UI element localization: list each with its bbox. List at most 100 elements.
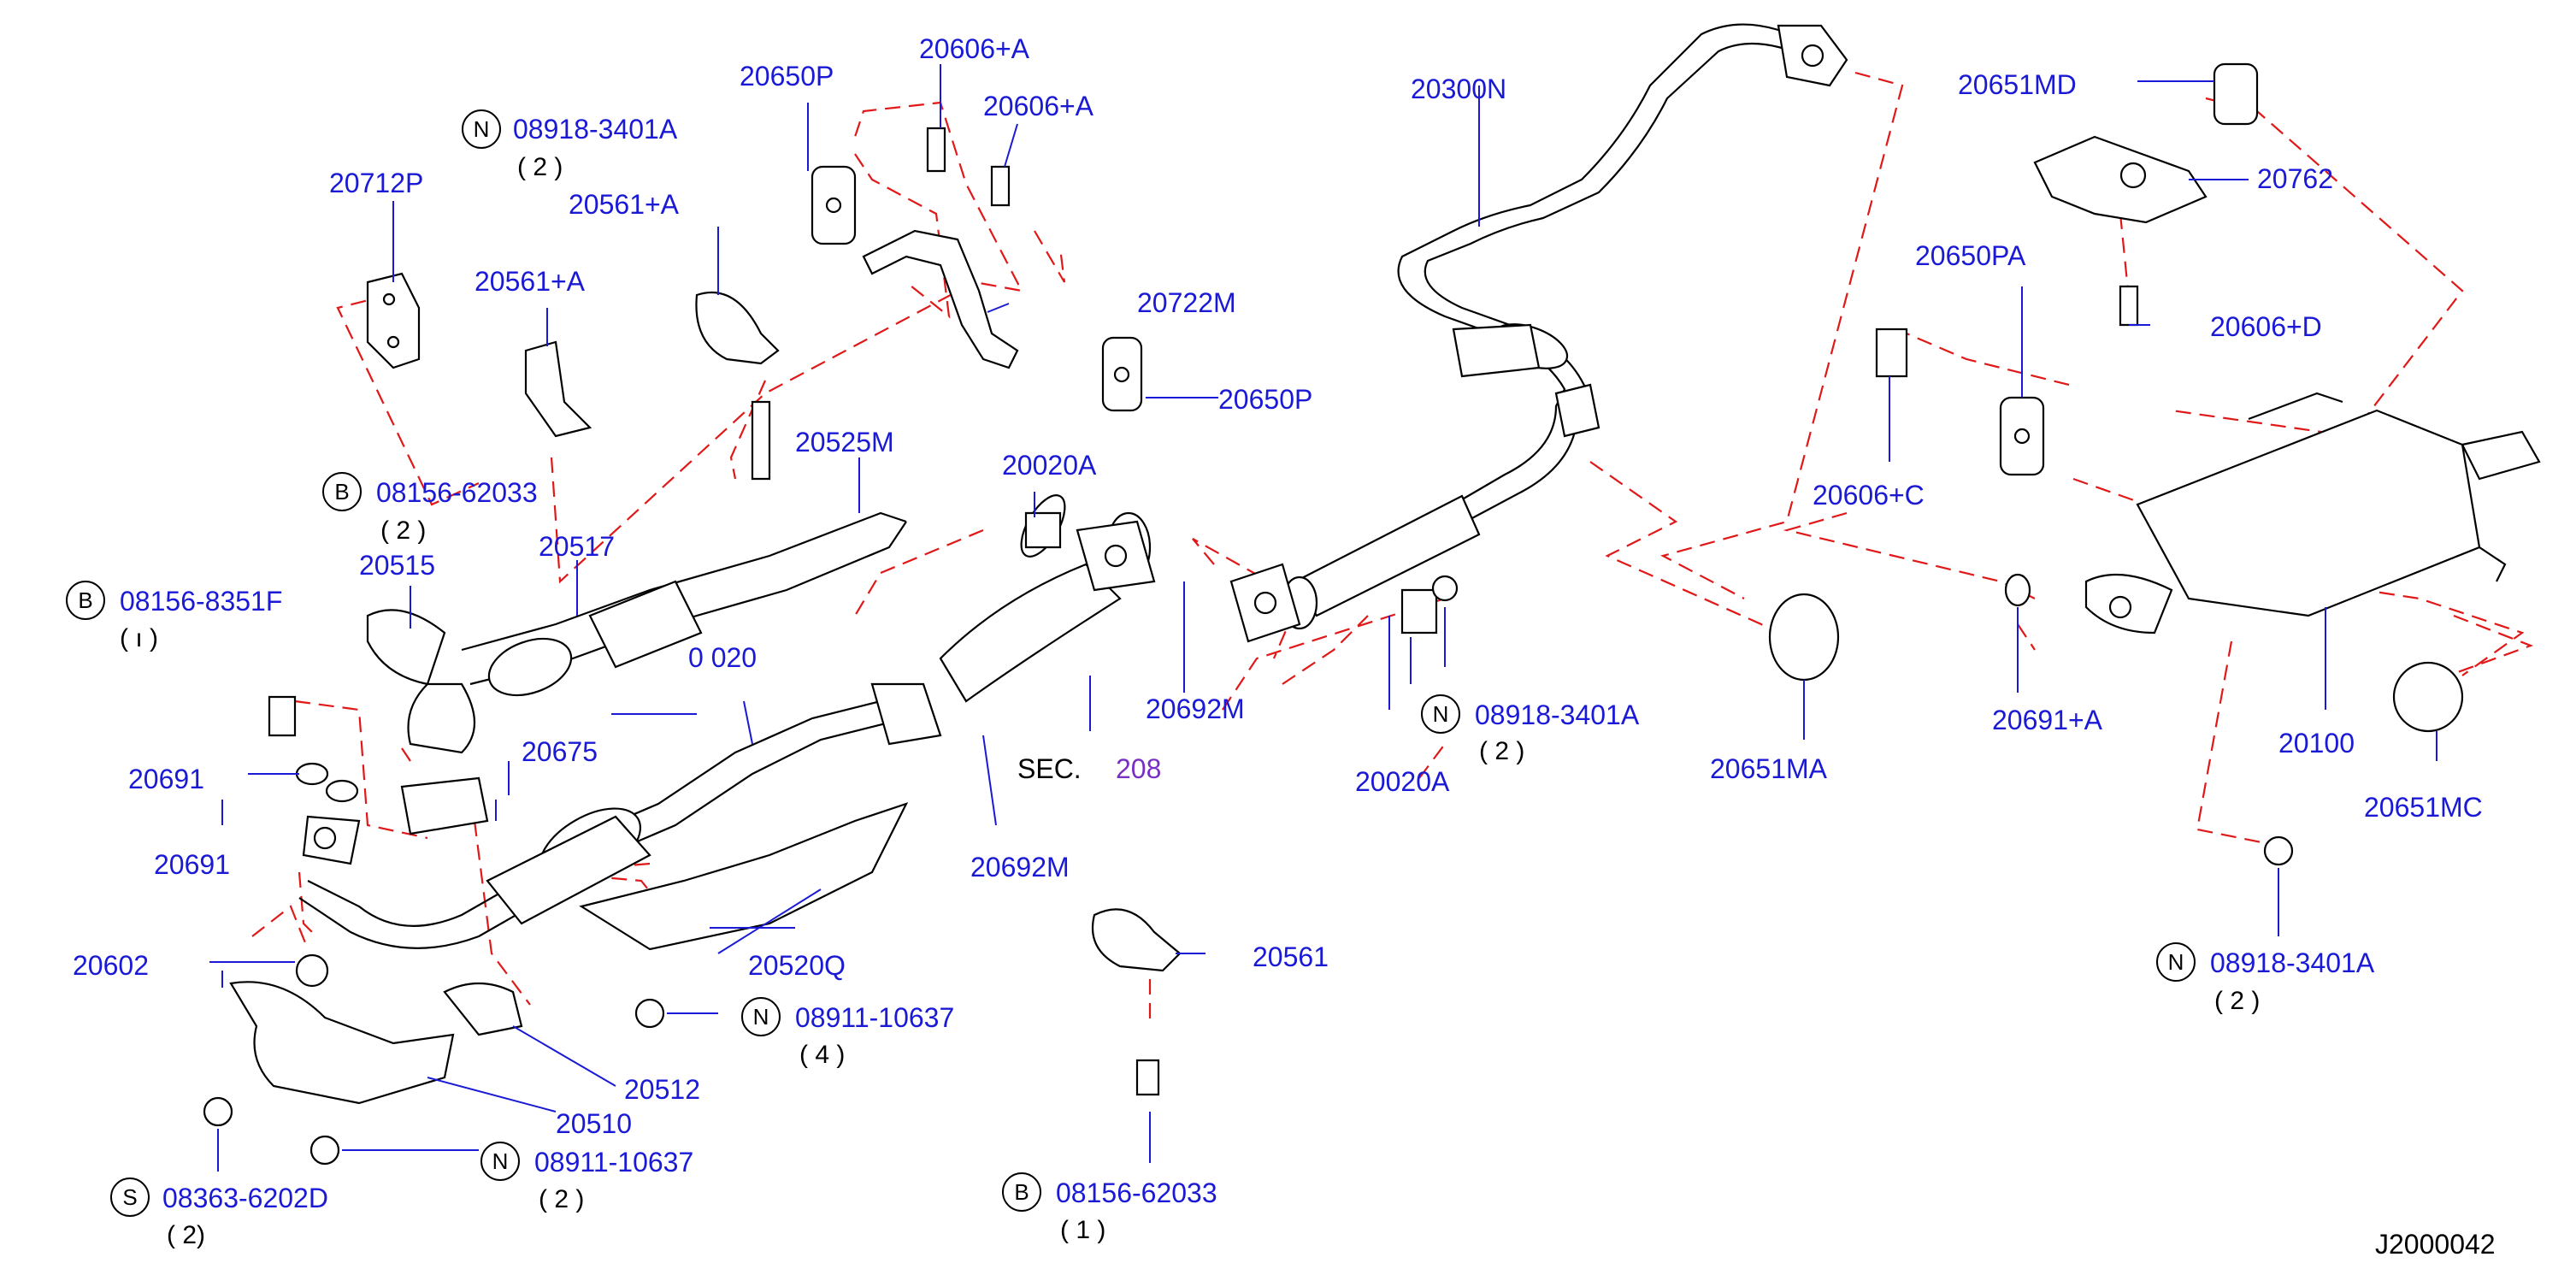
part-labels: 20650P 20606+A 20606+A 20712P 20561+A 20… — [73, 33, 2496, 1260]
label-20722M: 20722M — [1137, 287, 1236, 318]
callout-circle — [480, 1142, 520, 1181]
callout-circle — [110, 1178, 150, 1217]
callout-qty: ( 2 ) — [517, 153, 563, 181]
callout-code: 08363-6202D — [162, 1183, 328, 1213]
callout-prefix: N — [1433, 701, 1449, 727]
label-20651MD: 20651MD — [1958, 69, 2077, 100]
label-20020-garbled: 0 020 — [688, 642, 757, 673]
callout-qty: ( 2 ) — [1479, 737, 1524, 765]
gasket-20691-2 — [325, 779, 359, 803]
label-20691-1: 20691 — [128, 764, 204, 794]
label-20525M: 20525M — [795, 427, 894, 457]
label-20650PA: 20650PA — [1915, 240, 2026, 271]
callout-prefix: N — [492, 1148, 509, 1174]
gasket-20691-1 — [295, 762, 329, 786]
front-pipe-20525M — [461, 511, 907, 652]
label-20300N: 20300N — [1411, 74, 1506, 104]
label-20651MA: 20651MA — [1710, 753, 1828, 784]
callout-n-08918-mid: N 08918-3401A ( 2 ) — [1421, 694, 1640, 765]
gasket-20691A — [2004, 573, 2031, 607]
label-20602: 20602 — [73, 950, 149, 981]
callout-b-08156-left: B 08156-62033 ( 2 ) — [322, 472, 538, 545]
hanger-insulator-20651MA — [1768, 593, 1840, 682]
part-drawings — [203, 23, 2541, 1166]
callout-n-08911-2: N 08911-10637 ( 2 ) — [480, 1142, 693, 1213]
callout-circle — [322, 472, 362, 511]
callout-code: 08911-10637 — [795, 1002, 954, 1033]
callout-circle — [2156, 942, 2196, 982]
callout-code: 08156-8351F — [120, 586, 282, 617]
label-20712P: 20712P — [329, 168, 423, 198]
callout-code: 08911-10637 — [534, 1147, 693, 1178]
label-20515: 20515 — [359, 550, 435, 581]
hanger-insulator-20651MD — [2213, 62, 2259, 126]
label-20512: 20512 — [624, 1074, 700, 1105]
callout-prefix: B — [78, 587, 92, 613]
label-20561A-2: 20561+A — [569, 189, 680, 220]
callout-prefix: S — [122, 1184, 137, 1210]
clamp-20561 — [1091, 908, 1182, 972]
label-20675: 20675 — [522, 736, 598, 767]
label-section: SEC. — [1017, 753, 1082, 784]
callout-qty: ( ı ) — [120, 624, 158, 652]
muffler-20100 — [2136, 409, 2481, 617]
label-20561: 20561 — [1253, 941, 1329, 972]
leader-lines — [209, 64, 2437, 1172]
callout-circle — [1002, 1172, 1041, 1212]
label-20691-2: 20691 — [154, 849, 230, 880]
bracket-20675 — [400, 776, 489, 835]
label-20691A: 20691+A — [1992, 705, 2103, 735]
label-20651MC: 20651MC — [2364, 792, 2483, 823]
callout-qty: ( 4 ) — [799, 1041, 845, 1069]
callout-code: 08156-62033 — [376, 477, 538, 508]
heat-shield-20520Q — [579, 802, 909, 951]
label-section-number: 208 — [1116, 753, 1161, 784]
callout-prefix: N — [753, 1004, 769, 1030]
callout-prefix: B — [334, 479, 349, 505]
label-20510: 20510 — [556, 1108, 632, 1139]
label-20606A-2: 20606+A — [983, 91, 1094, 121]
callout-circle — [462, 109, 501, 149]
bracket-20722M — [862, 229, 1019, 369]
label-20520Q: 20520Q — [748, 950, 846, 981]
label-20692M-2: 20692M — [970, 852, 1070, 882]
label-20100: 20100 — [2278, 728, 2355, 758]
bracket-20712P — [366, 272, 421, 369]
label-20020A-top: 20020A — [1002, 450, 1097, 481]
label-20650P-top: 20650P — [740, 61, 834, 91]
callout-circle — [741, 997, 781, 1036]
label-20762: 20762 — [2257, 163, 2333, 194]
callout-code: 08918-3401A — [1475, 699, 1640, 730]
callout-prefix: B — [1014, 1179, 1029, 1205]
fastener-callouts: N 08918-3401A ( 2 ) B 08156-62033 ( 2 ) … — [66, 109, 2375, 1249]
label-20606A-1: 20606+A — [919, 33, 1030, 64]
callout-b-08156-bottom: B 08156-62033 ( 1 ) — [1002, 1172, 1217, 1244]
callout-qty: ( 2 ) — [2214, 987, 2260, 1015]
label-20650P-right: 20650P — [1218, 384, 1312, 415]
callout-n-08918-right: N 08918-3401A ( 2 ) — [2156, 942, 2375, 1015]
clamp-20561A-2 — [695, 291, 780, 365]
callout-qty: ( 1 ) — [1060, 1216, 1105, 1244]
label-20517: 20517 — [539, 531, 615, 562]
heat-shield-20510 — [229, 981, 455, 1105]
label-20020A-bottom: 20020A — [1355, 766, 1450, 797]
callout-qty: ( 2) — [167, 1221, 205, 1249]
callout-prefix: N — [2168, 949, 2184, 975]
callout-s-08363: S 08363-6202D ( 2) — [110, 1178, 328, 1249]
hanger-insulator-20651MC — [2392, 661, 2464, 733]
diagram-id: J2000042 — [2375, 1229, 2496, 1260]
label-20606D: 20606+D — [2210, 311, 2322, 342]
callout-circle — [66, 581, 105, 620]
label-20561A-1: 20561+A — [475, 266, 586, 297]
callout-prefix: N — [474, 116, 490, 142]
label-20606C: 20606+C — [1813, 480, 1925, 511]
callout-n-08911-4: N 08911-10637 ( 4 ) — [741, 997, 954, 1069]
nut-20602 — [295, 953, 329, 988]
clamp-20561A-1 — [524, 340, 592, 438]
callout-code: 08918-3401A — [513, 114, 678, 145]
callout-qty: ( 2 ) — [539, 1185, 584, 1213]
label-20692M-1: 20692M — [1146, 694, 1245, 724]
callout-circle — [1421, 694, 1460, 734]
callout-n-08918-top: N 08918-3401A ( 2 ) — [462, 109, 678, 181]
